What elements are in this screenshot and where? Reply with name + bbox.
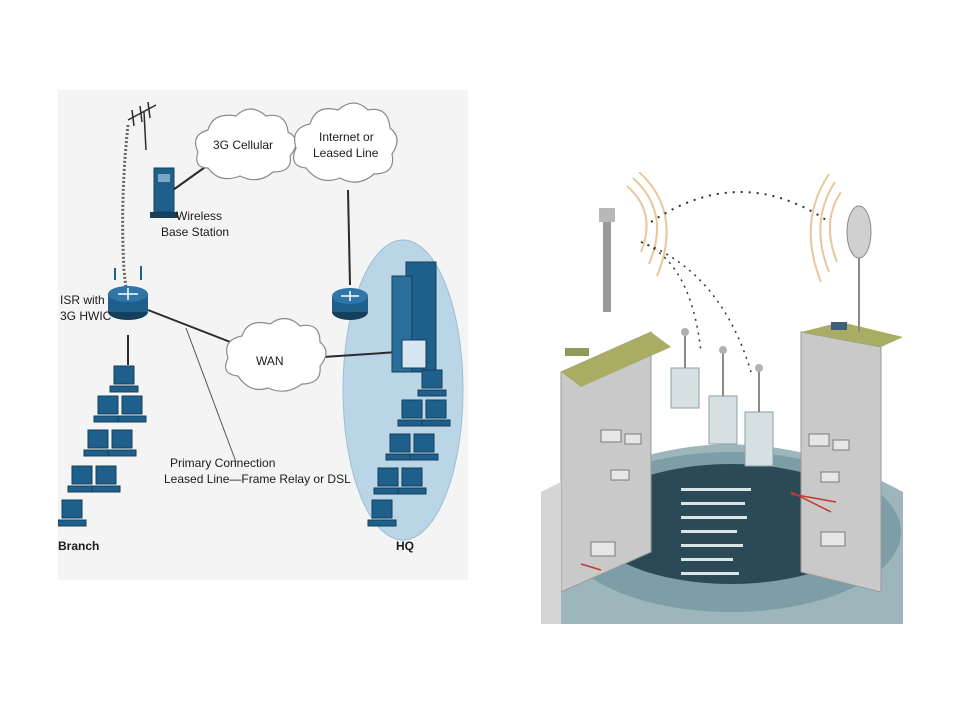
cellular-label: 3G Cellular	[213, 138, 273, 152]
left-building-roof	[561, 332, 671, 387]
left-antenna-icon	[599, 208, 615, 312]
right-building-roof	[801, 322, 903, 347]
left-building-side	[541, 482, 561, 624]
wireless-base-station-icon	[150, 167, 178, 218]
wireless-campus-illustration	[541, 172, 903, 624]
primary-connection-pointer	[185, 327, 237, 463]
wan-label: WAN	[256, 354, 284, 368]
right-building-sign	[831, 322, 847, 330]
internet-label-1: Internet or	[319, 130, 374, 144]
network-diagram-canvas: Wireless Base Station 3G Cellular Intern…	[58, 101, 464, 553]
red-link-lines	[580, 491, 837, 571]
internet-cloud	[293, 102, 398, 183]
hq-workstations	[367, 369, 451, 527]
feature-list	[681, 488, 751, 575]
left-signal-arcs	[626, 172, 668, 277]
isr-router-icon	[108, 266, 148, 320]
branch-workstations	[58, 365, 147, 527]
device-clusters	[590, 429, 850, 557]
wireless-link-dots-2	[640, 241, 702, 353]
isr-label-2: 3G HWIC	[60, 309, 112, 323]
right-signal-arcs	[809, 173, 842, 283]
right-dish-icon	[846, 205, 872, 332]
primary-connection-label-1: Primary Connection	[170, 456, 275, 470]
wireless-link-dots	[650, 191, 830, 223]
center-building-3	[744, 364, 774, 467]
coiled-cable	[121, 124, 130, 301]
link-cellular-basestation	[172, 164, 209, 191]
cellular-cloud	[195, 108, 297, 181]
link-internet-router	[347, 189, 351, 286]
left-building-sign	[565, 348, 589, 356]
branch-label: Branch	[58, 539, 99, 553]
base-station-label-1: Wireless	[176, 209, 222, 223]
center-building-2	[708, 346, 738, 445]
hq-router-icon	[332, 288, 368, 320]
network-diagram: Wireless Base Station 3G Cellular Intern…	[58, 90, 468, 580]
base-station-label-2: Base Station	[161, 225, 229, 239]
hq-label: HQ	[396, 539, 414, 553]
internet-label-2: Leased Line	[313, 146, 379, 160]
center-building-1	[670, 328, 700, 409]
wireless-campus-canvas	[541, 172, 903, 624]
hq-building-icon	[391, 261, 437, 373]
link-isr-wan	[147, 309, 239, 346]
primary-connection-label-2: Leased Line—Frame Relay or DSL	[164, 472, 351, 486]
antenna-icon	[127, 101, 157, 151]
wan-cloud	[225, 317, 327, 392]
isr-label-1: ISR with	[60, 293, 105, 307]
right-building-wall	[800, 331, 882, 593]
